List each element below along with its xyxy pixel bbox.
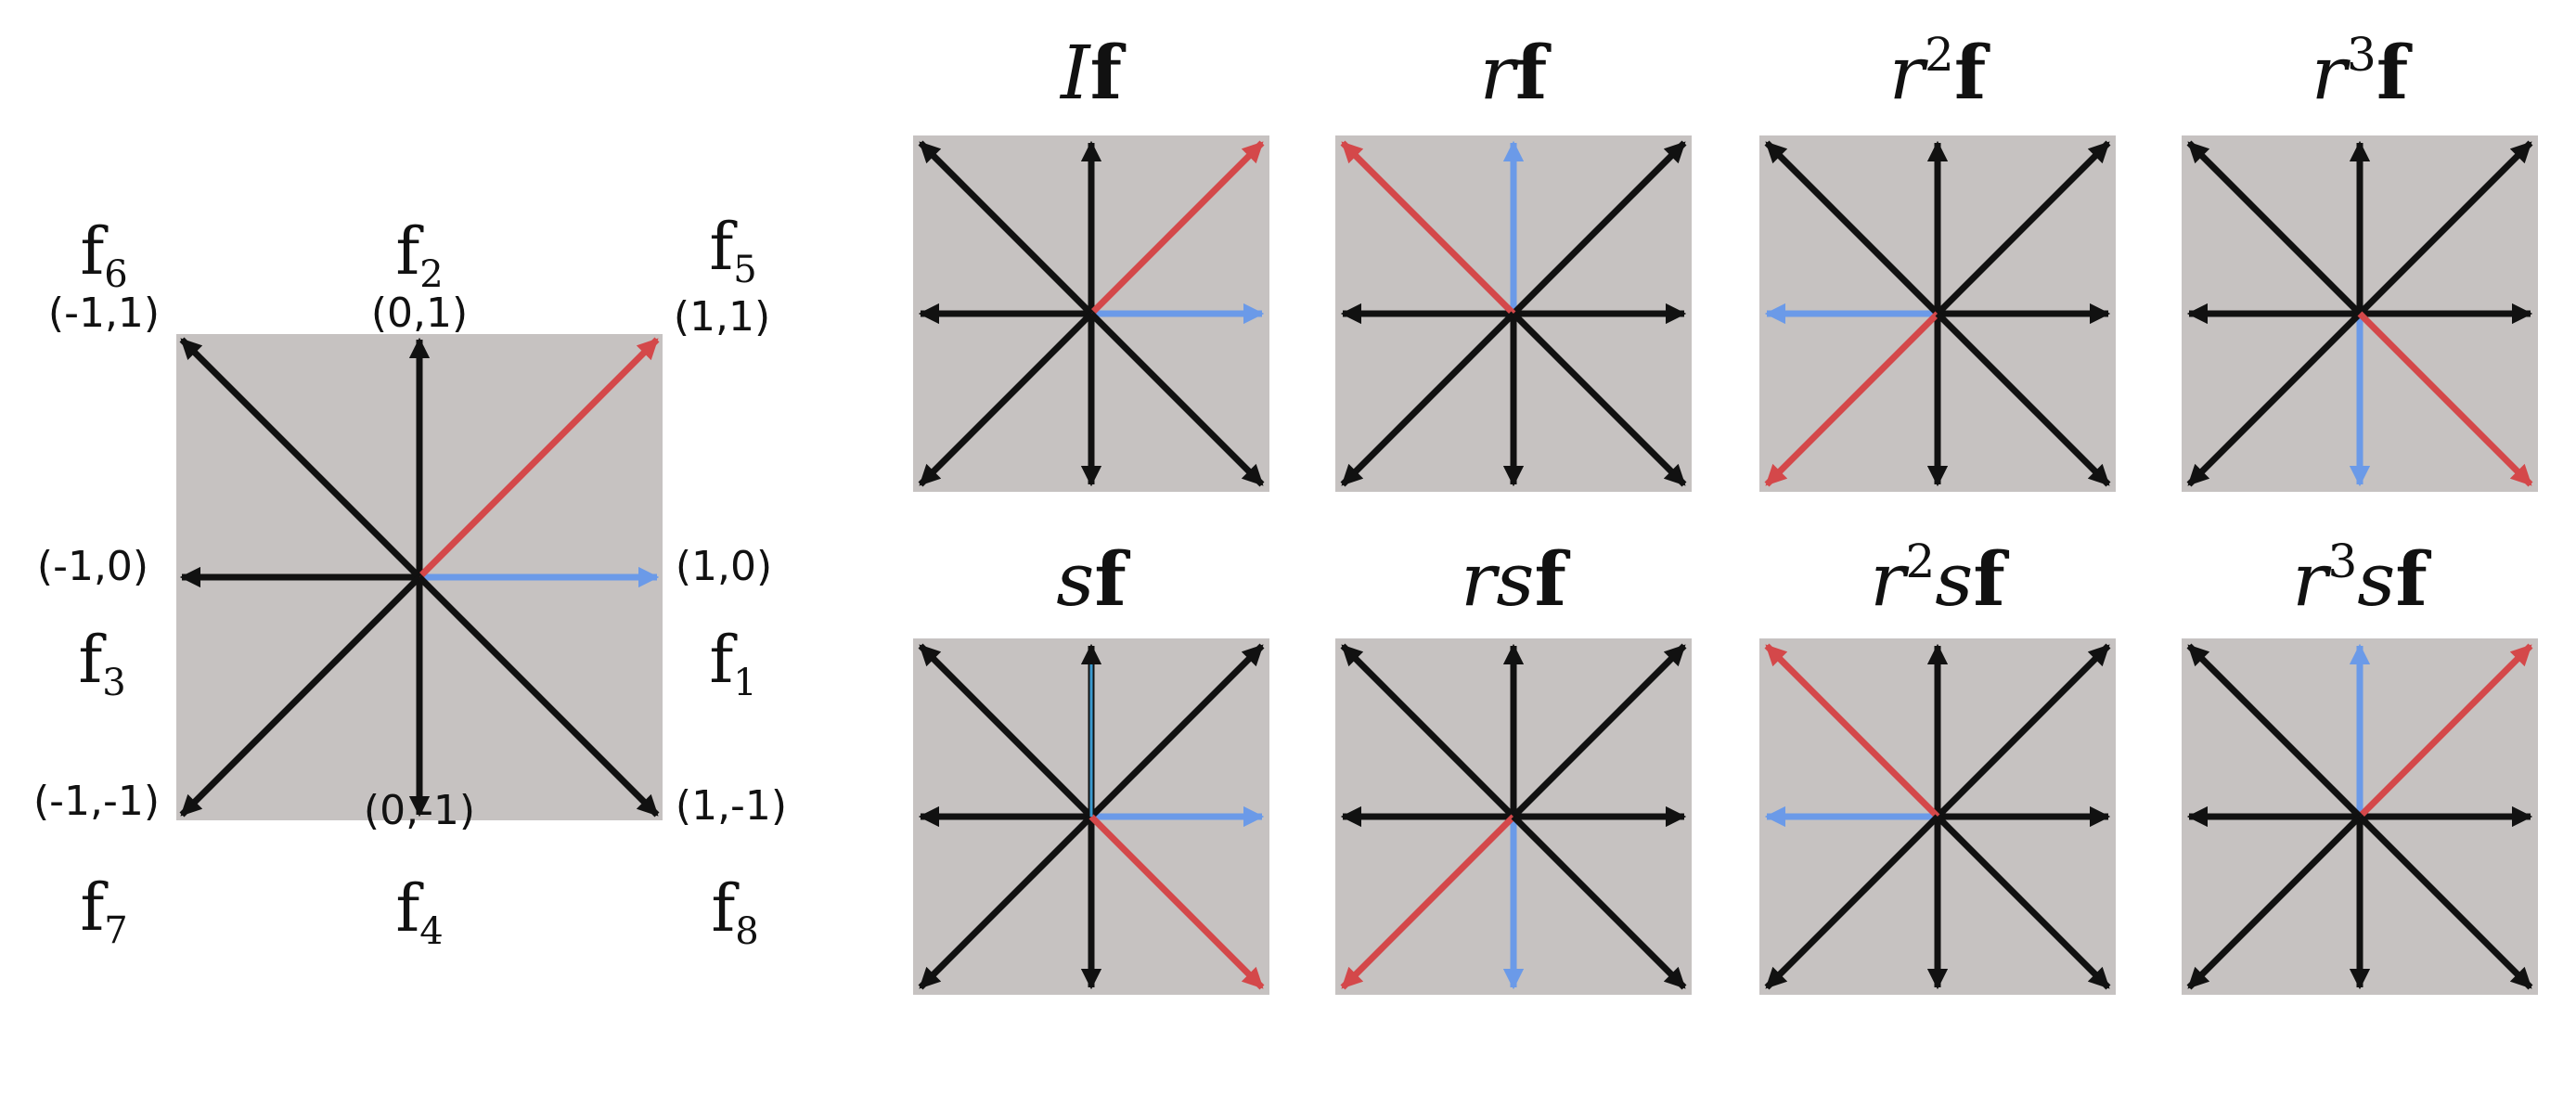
panel-r2-f-arrow-northeast <box>1935 140 2111 316</box>
panel-title-r3s-f: r3sf <box>2292 535 2431 623</box>
panel-rs-f-arrow-southwest-red <box>1340 814 1516 990</box>
panel-s-f: sf <box>913 535 1269 995</box>
reference-coord-f4: (0,-1) <box>364 787 475 834</box>
panel-title-r2-f: r2f <box>1889 28 1990 116</box>
panel-r2s-f-arrow-southeast <box>1935 814 2111 990</box>
reference-label-f3: f3 <box>78 622 125 704</box>
reference-label-f1: f1 <box>709 622 756 704</box>
transform-panels: If rf r2f r3f sf rsf r2sf r3sf <box>913 28 2538 995</box>
panel-r3-f-arrow-northwest <box>2186 140 2363 316</box>
panel-r-f-arrow-southeast <box>1511 311 1687 487</box>
panel-title-r-f: rf <box>1480 29 1552 116</box>
panel-rs-f-arrow-northeast <box>1511 643 1687 819</box>
reference-label-f2: f2 <box>395 213 443 296</box>
reference-coord-f8: (1,-1) <box>676 782 787 830</box>
reference-arrow-northwest <box>179 337 422 580</box>
reference-label-f6: f6 <box>80 213 127 296</box>
reference-coord-f6: (-1,1) <box>48 290 160 337</box>
panel-r-f-arrow-southwest <box>1340 311 1516 487</box>
panel-r2-f-arrow-southwest-red <box>1764 311 1940 487</box>
panel-r3-f-arrow-northeast <box>2357 140 2533 316</box>
reference-coord-f1: (1,0) <box>676 543 772 590</box>
reference-arrow-northeast-red <box>417 337 660 580</box>
panel-s-f-arrow-northeast <box>1088 643 1265 819</box>
panel-r2-f: r2f <box>1759 28 2116 492</box>
panel-I-f-arrow-northwest <box>918 140 1094 316</box>
panel-s-f-arrow-southeast-red <box>1088 814 1265 990</box>
reference-coord-f2: (0,1) <box>371 290 468 337</box>
panel-s-f-arrow-northwest <box>918 643 1094 819</box>
panel-r3s-f-arrow-northwest <box>2186 643 2363 819</box>
reference-coord-f5: (1,1) <box>674 293 770 341</box>
reference-coord-f3: (-1,0) <box>37 543 148 590</box>
reference-label-f7: f7 <box>80 870 127 952</box>
panel-rs-f: rsf <box>1335 535 1692 995</box>
panel-r3s-f-arrow-southwest <box>2186 814 2363 990</box>
panel-title-r2s-f: r2sf <box>1870 535 2009 623</box>
reference-label-f5: f5 <box>709 209 756 291</box>
panel-r2-f-arrow-southeast <box>1935 311 2111 487</box>
panel-I-f: If <box>913 29 1269 492</box>
panel-rs-f-arrow-southeast <box>1511 814 1687 990</box>
panel-r2-f-arrow-northwest <box>1764 140 1940 316</box>
reference-arrow-southwest <box>179 574 422 818</box>
panel-r3s-f-arrow-southeast <box>2357 814 2533 990</box>
panel-I-f-arrow-southeast <box>1088 311 1265 487</box>
panel-rs-f-arrow-northwest <box>1340 643 1516 819</box>
panel-r-f-arrow-northwest-red <box>1340 140 1516 316</box>
panel-title-I-f: If <box>1059 29 1127 116</box>
panel-r3-f: r3f <box>2182 28 2538 492</box>
reference-label-f4: f4 <box>395 870 443 953</box>
panel-r-f-arrow-northeast <box>1511 140 1687 316</box>
panel-r2s-f: r2sf <box>1759 535 2116 995</box>
panel-r3s-f-arrow-northeast-red <box>2357 643 2533 819</box>
panel-r2s-f-arrow-northwest-red <box>1764 643 1940 819</box>
panel-r3-f-arrow-southeast-red <box>2357 311 2533 487</box>
panel-r-f: rf <box>1335 29 1692 492</box>
panel-r2s-f-arrow-southwest <box>1764 814 1940 990</box>
panel-title-rs-f: rsf <box>1461 535 1570 623</box>
reference-arrow-southeast <box>417 574 660 818</box>
panel-r3s-f: r3sf <box>2182 535 2538 995</box>
panel-I-f-arrow-southwest <box>918 311 1094 487</box>
reference-label-f8: f8 <box>711 870 758 953</box>
reference-stencil: f1(1,0)f2(0,1)f3(-1,0)f4(0,-1)f5(1,1)f6(… <box>33 209 787 953</box>
reference-coord-f7: (-1,-1) <box>33 778 160 825</box>
panel-title-r3-f: r3f <box>2312 28 2413 116</box>
panel-I-f-arrow-northeast-red <box>1088 140 1265 316</box>
panel-s-f-arrow-southwest <box>918 814 1094 990</box>
panel-title-s-f: sf <box>1056 535 1130 623</box>
panel-r2s-f-arrow-northeast <box>1935 643 2111 819</box>
panel-r3-f-arrow-southwest <box>2186 311 2363 487</box>
